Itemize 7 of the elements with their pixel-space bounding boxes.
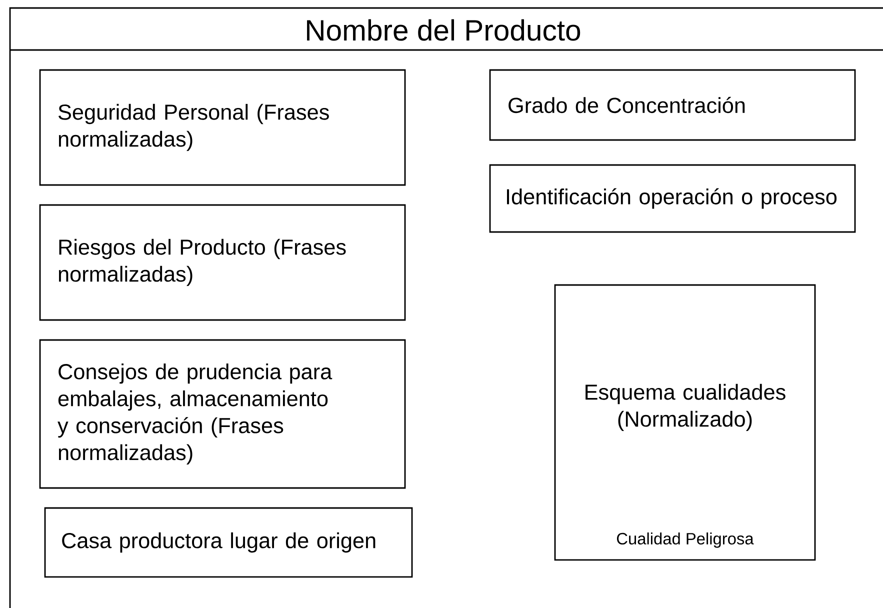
text-box: Consejos de prudencia para embalajes, almacenamiento y conservación (Frases normalizadas) [39, 339, 406, 489]
text-box: Casa productora lugar de origen [44, 507, 413, 578]
text-box: Grado de Concentración [489, 69, 856, 141]
text-box: Riesgos del Producto (Frases normalizadas) [39, 204, 406, 321]
text-box: Seguridad Personal (Frases normalizadas) [39, 69, 406, 186]
caption-text: Cualidad Peligrosa [617, 532, 754, 548]
text-box: Identificación operación o proceso [489, 164, 856, 233]
